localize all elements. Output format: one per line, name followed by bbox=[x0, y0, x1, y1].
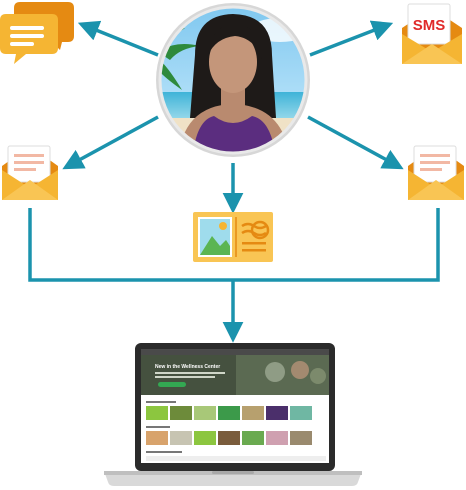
arrow-to-chat bbox=[77, 20, 159, 57]
arrow-to-sms bbox=[309, 20, 394, 57]
screen-thumb-row-1 bbox=[146, 406, 312, 420]
open-envelope-icon-right bbox=[408, 145, 464, 200]
screen-hero-title: New in the Wellness Center bbox=[155, 364, 220, 370]
customer-avatar bbox=[156, 3, 310, 157]
arrow-to-email-left bbox=[62, 115, 159, 170]
open-envelope-icon-left bbox=[2, 145, 58, 200]
arrow-to-email-right bbox=[307, 115, 404, 170]
screen-nav-bar bbox=[141, 349, 329, 355]
chat-bubbles-icon bbox=[0, 2, 74, 64]
postcard-icon bbox=[193, 212, 273, 262]
sms-envelope-icon: SMS bbox=[402, 3, 462, 64]
screen-hero-button bbox=[158, 382, 186, 387]
sms-label: SMS bbox=[413, 17, 446, 34]
screen-thumb-row-2 bbox=[146, 431, 312, 445]
connectors bbox=[28, 20, 440, 343]
laptop-icon: New in the Wellness Center bbox=[104, 343, 362, 486]
